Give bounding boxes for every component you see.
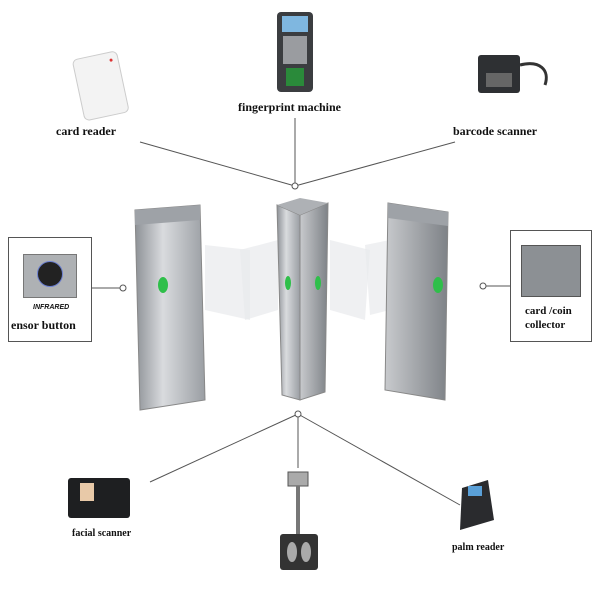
indicator-light [315, 276, 321, 290]
bottom-hub [294, 410, 302, 418]
card-coin-collector-box: card /coin collector [510, 230, 592, 342]
facial-scanner-image [68, 478, 130, 518]
center-turnstile [240, 198, 370, 401]
card-coin-collector-image [521, 245, 581, 297]
palm-reader-label: palm reader [452, 542, 505, 553]
facial-scanner-connector [149, 413, 299, 483]
card-coin-collector-label-1: card /coin [525, 305, 572, 317]
facial-scanner-label: facial scanner [72, 528, 132, 539]
top-hub [291, 182, 299, 190]
right-connector-dot [479, 282, 487, 290]
palm-reader-connector [297, 413, 461, 506]
foot-sensor-station-image [280, 471, 318, 570]
palm-reader-image [460, 480, 494, 530]
sensor-button-image [23, 254, 77, 298]
fingerprint-machine-label: fingerprint machine [238, 100, 341, 114]
sensor-button-box: INFRARED ensor button [8, 237, 92, 342]
barcode-scanner-connector [294, 141, 456, 187]
card-reader-image [72, 51, 129, 121]
indicator-light [285, 276, 291, 290]
card-reader-connector [139, 141, 296, 187]
left-connector-dot [119, 284, 127, 292]
barcode-scanner-label: barcode scanner [453, 124, 538, 138]
right-turnstile [365, 202, 449, 401]
card-reader-label: card reader [56, 124, 117, 138]
fingerprint-machine-image [277, 12, 313, 92]
sensor-button-brand: INFRARED [33, 304, 70, 311]
connector-lines [90, 118, 510, 506]
card-coin-collector-label-2: collector [525, 319, 566, 331]
sensor-window [37, 261, 63, 287]
barcode-scanner-image [478, 55, 548, 93]
indicator-light [158, 277, 168, 293]
sensor-button-label: ensor button [11, 318, 76, 332]
indicator-light [433, 277, 443, 293]
left-turnstile [134, 204, 250, 411]
